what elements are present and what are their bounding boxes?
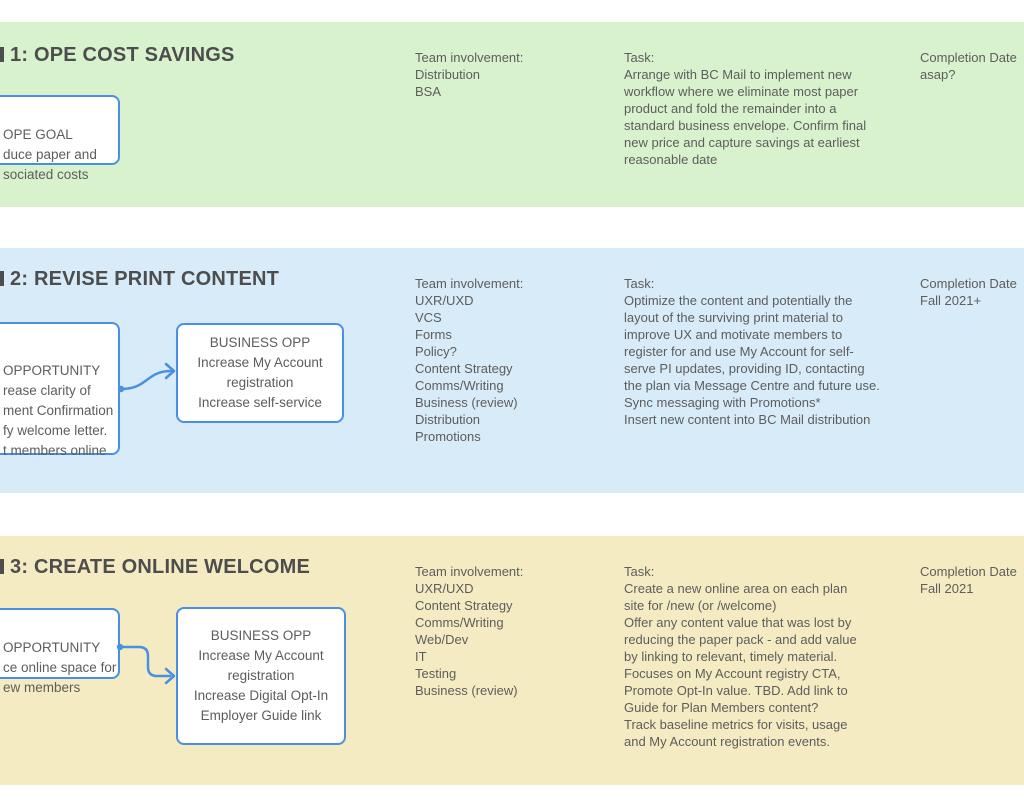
- team-involvement-label: Team involvement:: [415, 276, 524, 291]
- completion-date-label: Completion Date: [920, 564, 1017, 579]
- phase-1-goal-node[interactable]: OPE GOAL duce paper and sociated costs: [0, 95, 120, 182]
- team-involvement-label: Team involvement:: [415, 564, 524, 579]
- opportunity-node-text: OPPORTUNITY ce online space for ew membe…: [3, 640, 117, 695]
- phase-2-team-column: Team involvement: UXR/UXD VCS Forms Poli…: [415, 275, 615, 445]
- team-list: UXR/UXD VCS Forms Policy? Content Strate…: [415, 293, 518, 444]
- clipped-letter-fragment: [0, 559, 4, 574]
- goal-node-text: OPE GOAL duce paper and sociated costs: [3, 127, 97, 182]
- phase-1-team-column: Team involvement: Distribution BSA: [415, 49, 615, 100]
- task-label: Task:: [624, 276, 655, 291]
- task-text: Create a new online area on each plan si…: [624, 581, 857, 749]
- phase-band-2: 2: REVISE PRINT CONTENT OPPORTUNITY reas…: [0, 248, 1024, 493]
- phase-3-business-opp-node[interactable]: BUSINESS OPP Increase My Account registr…: [176, 607, 346, 745]
- opportunity-node-text: OPPORTUNITY rease clarity of ment Confir…: [3, 363, 114, 458]
- team-list: UXR/UXD Content Strategy Comms/Writing W…: [415, 581, 518, 698]
- phase-1-task-column: Task: Arrange with BC Mail to implement …: [624, 49, 924, 168]
- clipped-letter-fragment: [0, 271, 4, 286]
- task-text: Arrange with BC Mail to implement new wo…: [624, 67, 867, 167]
- phase-3-team-column: Team involvement: UXR/UXD Content Strate…: [415, 563, 615, 699]
- completion-date-value: Fall 2021: [920, 581, 974, 596]
- task-label: Task:: [624, 564, 655, 579]
- phase-1-date-column: Completion Date asap?: [920, 49, 1024, 83]
- task-text: Optimize the content and potentially the…: [624, 293, 880, 427]
- phase-band-3: 3: CREATE ONLINE WELCOME OPPORTUNITY ce …: [0, 536, 1024, 785]
- phase-2-business-opp-node[interactable]: BUSINESS OPP Increase My Account registr…: [176, 323, 344, 423]
- completion-date-label: Completion Date: [920, 276, 1017, 291]
- phase-2-opportunity-node[interactable]: OPPORTUNITY rease clarity of ment Confir…: [0, 322, 120, 458]
- phase-2-title: 2: REVISE PRINT CONTENT: [10, 268, 280, 290]
- task-label: Task:: [624, 50, 655, 65]
- phase-3-title: 3: CREATE ONLINE WELCOME: [10, 556, 310, 578]
- phase-3-date-column: Completion Date Fall 2021: [920, 563, 1024, 597]
- phase-2-task-column: Task: Optimize the content and potential…: [624, 275, 924, 428]
- phase-band-1: 1: OPE COST SAVINGS OPE GOAL duce paper …: [0, 22, 1024, 207]
- clipped-letter-fragment: [0, 47, 4, 62]
- business-opp-node-text: BUSINESS OPP Increase My Account registr…: [193, 628, 329, 723]
- team-list: Distribution BSA: [415, 67, 481, 99]
- completion-date-label: Completion Date: [920, 50, 1017, 65]
- phase-3-opportunity-node[interactable]: OPPORTUNITY ce online space for ew membe…: [0, 608, 120, 695]
- completion-date-value: Fall 2021+: [920, 293, 982, 308]
- phase-3-task-column: Task: Create a new online area on each p…: [624, 563, 924, 750]
- completion-date-value: asap?: [920, 67, 956, 82]
- phase-1-title: 1: OPE COST SAVINGS: [10, 44, 235, 66]
- business-opp-node-text: BUSINESS OPP Increase My Account registr…: [197, 335, 323, 410]
- team-involvement-label: Team involvement:: [415, 50, 524, 65]
- phase-2-date-column: Completion Date Fall 2021+: [920, 275, 1024, 309]
